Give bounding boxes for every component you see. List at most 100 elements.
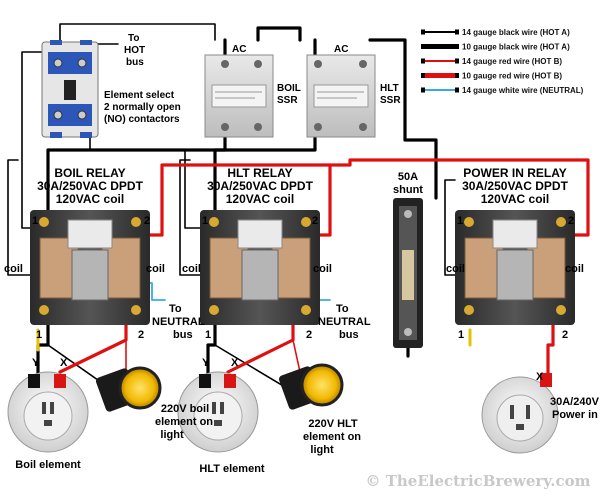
hlt-ssr-ac-label: AC [334,44,348,55]
legend-swatch-end [455,87,459,93]
hlt-light-label-2: element on [303,431,361,443]
power-inlet-x-label: X [536,371,544,383]
hlt-neutral-name: NEUTRAL [318,316,371,328]
boil-relay-rating: 30A/250VAC DPDT [37,179,143,193]
boil-outlet-y-label: Y [32,357,40,369]
legend-swatch-end [421,29,425,35]
hlt-relay [200,210,320,325]
hlt-ssr-name-2: SSR [380,95,401,106]
hlt-element-label: HLT element [199,463,265,475]
selector-desc-2: 2 normally open [104,102,181,113]
power-relay-coil-right: coil [565,263,584,275]
boil-relay-title: BOIL RELAY [54,166,125,180]
shunt-label: shunt [393,184,423,196]
boil-relay-coil-left: coil [4,263,23,275]
boil-light-label-1: 220V boil [161,403,209,415]
legend-item: 14 gauge red wire (HOT B) [421,57,562,66]
wire-legend: 14 gauge black wire (HOT A) 10 gauge blac… [421,28,584,95]
boil-ssr [204,54,274,138]
boil-light-label-2: element on [155,416,213,428]
wire-red-thick-boil-top [148,163,332,237]
boil-light-label-3: light [160,429,184,441]
shunt-rating-label: 50A [398,171,418,183]
boil-relay-bottom-1: 1 [36,329,42,341]
wire-red-thick-hlt-to-power [328,158,590,237]
boil-relay [30,210,150,325]
hlt-relay-terminal-1: 1 [202,215,208,227]
power-in-inlet [481,373,559,454]
legend-label: 10 gauge black wire (HOT A) [462,43,570,52]
wire-red-thick-boil-out [58,323,128,374]
power-relay-terminal-1: 1 [457,215,463,227]
boil-ssr-name-2: SSR [277,95,298,106]
wire-black-thick-ssr-bridge [256,26,302,42]
boil-outlet-x-label: X [60,357,68,369]
hlt-relay-bottom-1: 1 [205,329,211,341]
legend-swatch-end [455,44,459,49]
legend-swatch-end [421,73,425,78]
legend-label: 10 gauge red wire (HOT B) [462,72,562,81]
boil-ssr-ac-label: AC [232,44,246,55]
boil-relay-bottom-2: 2 [138,329,144,341]
legend-swatch-end [421,87,425,93]
hlt-outlet-y-label: Y [202,357,210,369]
wire-black-thick-hlt-out [206,323,217,380]
element-select-switch [41,40,99,138]
wire-black-thick-boil-out [36,323,50,380]
hlt-relay-coil-right: coil [313,263,332,275]
wire-black-thin-selector-to-hlt [59,23,216,53]
hlt-ssr [306,54,376,138]
power-inlet-label: Power in [552,409,598,421]
hlt-relay-terminal-2: 2 [312,215,318,227]
boil-ssr-name-1: BOIL [277,83,301,94]
hlt-outlet-x-label: X [231,357,239,369]
legend-item: 14 gauge black wire (HOT A) [421,28,570,37]
wire-black-thin-hlt-light [214,344,291,391]
wire-red-thin-hlt-light [292,339,301,373]
watermark: © TheElectricBrewery.com [365,472,590,490]
hlt-light-label-3: light [310,444,334,456]
wire-black-thin-selector-left [21,51,61,229]
boil-on-light [95,366,162,412]
hlt-element-outlet [177,371,259,453]
legend-swatch-end [421,58,425,64]
boil-element-outlet [7,371,89,453]
power-relay-title: POWER IN RELAY [463,166,567,180]
legend-label: 14 gauge white wire (NEUTRAL) [462,86,584,95]
power-in-relay [455,210,575,325]
wire-red-thick-power-out [546,323,555,377]
power-relay-terminal-2: 2 [568,215,574,227]
boil-neutral-to: To [169,303,182,315]
boil-element-label: Boil element [15,459,81,471]
power-relay-bottom-1: 1 [458,329,464,341]
hlt-relay-bottom-2: 2 [306,329,312,341]
wire-black-thin-boil-coil-left [7,159,31,276]
selector-desc-1: Element select [104,90,175,101]
legend-label: 14 gauge black wire (HOT A) [462,28,570,37]
legend-swatch-end [455,58,459,64]
to-hot-label-2: HOT [124,45,145,56]
power-inlet-rating: 30A/240V [550,396,600,408]
legend-label: 14 gauge red wire (HOT B) [462,57,562,66]
boil-relay-coil-right: coil [146,263,165,275]
selector-desc-3: (NO) contactors [104,114,180,125]
current-shunt [393,198,423,348]
legend-item: 10 gauge black wire (HOT A) [421,43,570,52]
legend-item: 14 gauge white wire (NEUTRAL) [421,86,584,95]
legend-swatch-end [455,73,459,78]
boil-neutral-bus: bus [173,329,193,341]
hlt-relay-coil-spec: 120VAC coil [226,192,294,206]
hlt-ssr-name-1: HLT [380,83,399,94]
power-relay-rating: 30A/250VAC DPDT [462,179,568,193]
hlt-neutral-bus: bus [339,329,359,341]
boil-relay-terminal-1: 1 [32,215,38,227]
legend-item: 10 gauge red wire (HOT B) [421,72,562,81]
hlt-relay-coil-left: coil [182,263,201,275]
power-relay-coil-left: coil [446,263,465,275]
boil-relay-terminal-2: 2 [144,215,150,227]
hlt-relay-title: HLT RELAY [227,166,292,180]
hlt-light-label-1: 220V HLT [308,418,358,430]
hlt-relay-rating: 30A/250VAC DPDT [207,179,313,193]
power-relay-coil-spec: 120VAC coil [481,192,549,206]
